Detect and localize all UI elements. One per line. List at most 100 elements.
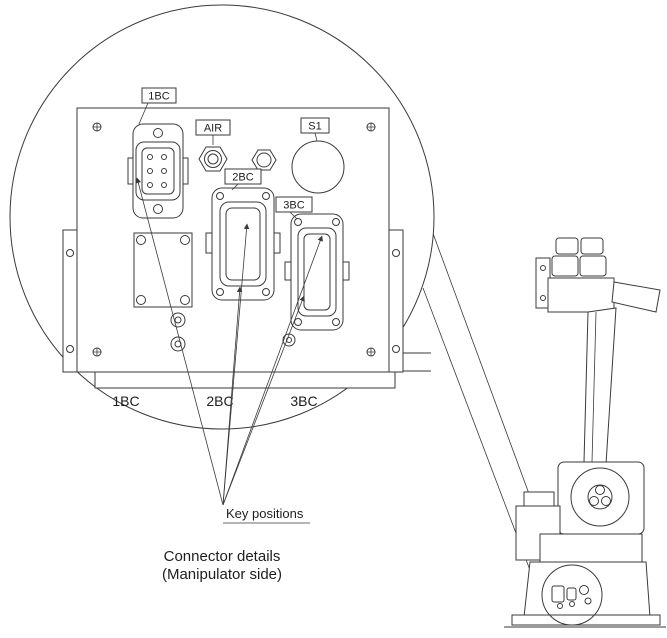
plug <box>170 336 186 352</box>
mounting-frame <box>62 229 431 389</box>
base-fitting <box>579 585 589 595</box>
screw <box>294 318 302 326</box>
label-leader-s1 <box>314 132 318 142</box>
plug-center <box>286 337 292 343</box>
screw-hole <box>392 345 400 353</box>
screw <box>136 295 146 305</box>
label-air: AIR <box>204 123 222 135</box>
panel-corner-screws <box>92 122 376 357</box>
key-position-leaders <box>135 177 323 506</box>
base-fitting <box>584 597 592 605</box>
base-connector <box>566 587 577 601</box>
bottom-label-3bc: 3BC <box>290 393 317 409</box>
screw-hole <box>66 249 74 257</box>
connector-insert <box>225 207 261 281</box>
screw <box>262 192 270 200</box>
screw <box>332 218 340 226</box>
base-connector-detail <box>541 564 603 626</box>
plate-face <box>133 232 193 308</box>
wrist-valve-block <box>551 255 579 277</box>
connector-flange <box>290 213 344 331</box>
s1-opening <box>291 140 345 194</box>
screw <box>262 288 270 296</box>
key-leader-3bc-upper <box>222 235 323 506</box>
label-2bc: 2BC <box>232 172 253 184</box>
base-column <box>539 533 643 563</box>
blank-plate <box>133 232 193 308</box>
label-leader-2bc <box>231 183 239 191</box>
connector-label-boxes: 1BC AIR S1 2BC 3BC <box>138 87 330 220</box>
frame-strip-left <box>62 229 78 373</box>
plug-center <box>174 316 182 324</box>
key-leader-2bc-lower <box>222 286 243 506</box>
caption-line1: Connector details <box>164 548 281 565</box>
flange-bolt <box>540 295 546 301</box>
arm-edge-line <box>591 311 597 463</box>
pin <box>161 182 167 188</box>
label-leader-1bc <box>138 102 149 125</box>
screw <box>180 295 190 305</box>
pin <box>161 154 167 160</box>
screw <box>136 235 146 245</box>
frame-bottom-strip <box>94 371 396 389</box>
key-leader-1bc <box>135 177 224 506</box>
upper-arm-link <box>583 307 617 465</box>
hub-lobe <box>601 496 611 506</box>
wrist-valve-block <box>579 255 607 277</box>
connector-body <box>297 227 337 317</box>
connector-body <box>219 201 267 287</box>
key-leader-3bc-lower <box>222 295 305 506</box>
connector-flange <box>211 187 275 301</box>
label-box-3bc <box>275 196 313 213</box>
screw <box>294 218 302 226</box>
wrist-valve-block <box>580 237 604 255</box>
base-fitting <box>569 601 575 607</box>
label-box-s1 <box>300 117 330 134</box>
base-connector <box>551 585 565 603</box>
pin <box>161 168 167 174</box>
latch-right <box>273 232 281 254</box>
pin <box>147 168 153 174</box>
frame-strip-right <box>388 229 404 373</box>
label-s1: S1 <box>308 121 321 133</box>
caption: Connector details (Manipulator side) <box>162 548 282 583</box>
caption-line2: (Manipulator side) <box>162 566 282 583</box>
screw <box>180 235 190 245</box>
connector-pins <box>147 154 167 188</box>
wrist-body <box>547 277 615 313</box>
latch-left <box>205 232 213 254</box>
label-box-air <box>195 119 231 136</box>
pin <box>147 182 153 188</box>
hex-nut <box>198 146 228 172</box>
latch-right <box>342 261 350 281</box>
pin <box>147 154 153 160</box>
label-3bc: 3BC <box>283 200 304 212</box>
label-leader-3bc <box>289 211 298 220</box>
latch-left <box>284 261 292 281</box>
screw <box>332 318 340 326</box>
screw-hole <box>66 345 74 353</box>
fitting-bore-inner <box>207 153 219 165</box>
screw <box>216 192 224 200</box>
screw-hole <box>392 249 400 257</box>
base-plate <box>511 614 661 626</box>
plug <box>170 312 186 328</box>
hub-lobe <box>595 485 605 495</box>
screw <box>153 204 163 214</box>
air-fitting <box>198 146 228 172</box>
connector-2bc <box>205 187 281 301</box>
hub-lobe <box>589 496 599 506</box>
latch-left <box>127 157 134 185</box>
connector-body <box>135 141 181 201</box>
manipulator-figure <box>504 237 666 628</box>
wrist-valve-block <box>555 237 579 255</box>
label-box-1bc <box>141 87 177 104</box>
panel-plug-screws <box>170 312 296 352</box>
joint-disc <box>570 467 630 527</box>
wrist-motor <box>611 281 661 313</box>
flange-bolt <box>540 265 546 271</box>
connector-insert <box>303 233 331 311</box>
bottom-label-1bc: 1BC <box>112 393 139 409</box>
